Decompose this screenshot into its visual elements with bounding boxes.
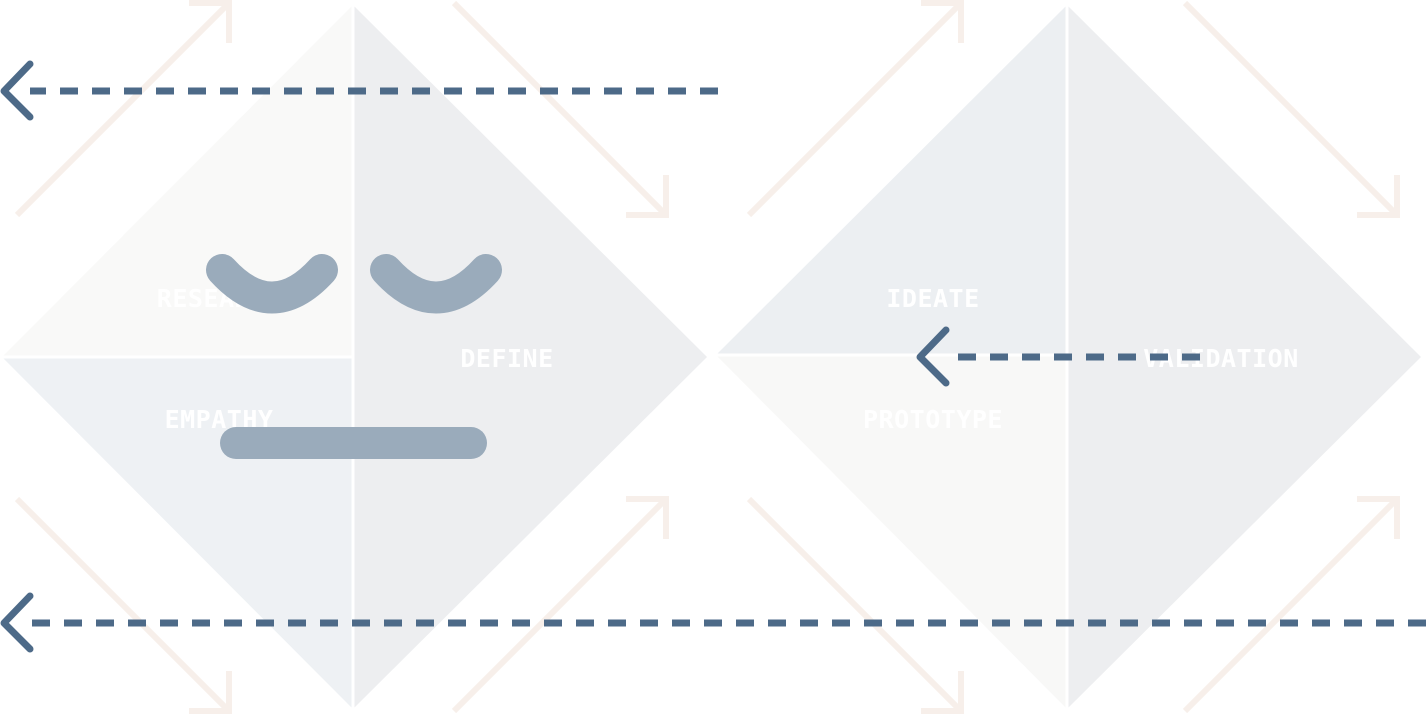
dashed-arrow-left-icon xyxy=(916,326,1200,387)
diagonal-arrow-icon xyxy=(1182,0,1400,218)
closed-eye-right xyxy=(370,254,502,314)
label-define: DEFINE xyxy=(460,344,553,373)
left-diamond xyxy=(2,5,707,709)
sleeping-face-icon xyxy=(206,254,502,459)
closed-eye-left xyxy=(206,254,338,314)
quadrant-prototype xyxy=(716,355,1067,709)
diagonal-arrow-icon xyxy=(14,496,232,714)
label-validation: VALIDATION xyxy=(1143,344,1299,373)
diagonal-arrow-icon xyxy=(14,0,232,218)
label-ideate: IDEATE xyxy=(886,284,979,313)
quadrant-ideate xyxy=(716,5,1067,355)
quadrant-validation xyxy=(1067,5,1421,709)
dashed-arrow-left-icon xyxy=(0,60,718,121)
quadrant-define xyxy=(353,5,707,709)
diagonal-arrow-icon xyxy=(746,0,964,218)
diagonal-arrow-icon xyxy=(451,496,669,714)
diagonal-arrow-icon xyxy=(451,0,669,218)
diagonal-arrow-icon xyxy=(1182,496,1400,714)
background-arrows-left xyxy=(14,0,669,714)
dashed-arrow-left-icon xyxy=(0,592,1426,653)
diagonal-arrow-icon xyxy=(746,496,964,714)
label-prototype: PROTOTYPE xyxy=(863,405,1003,434)
right-diamond xyxy=(716,5,1421,709)
background-arrows-right xyxy=(746,0,1400,714)
